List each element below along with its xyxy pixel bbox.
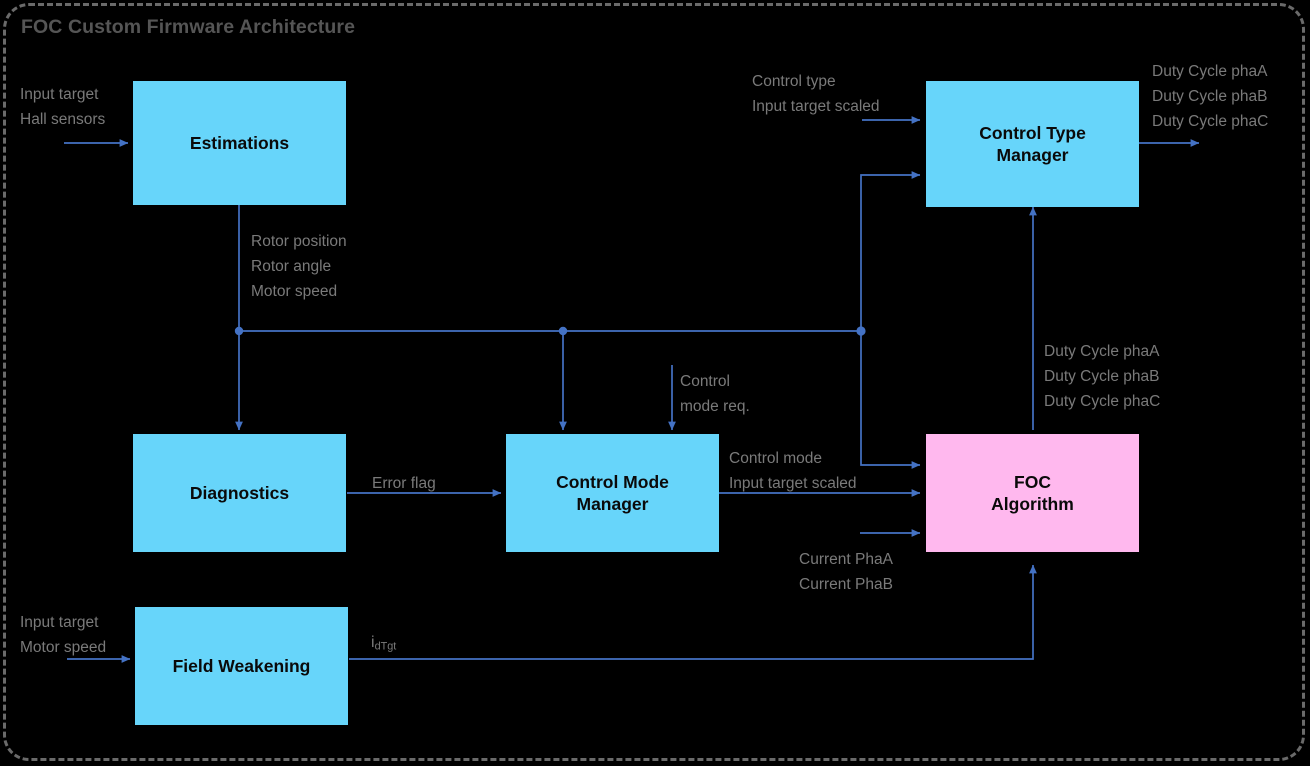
block-diagnostics-label: Diagnostics [189, 482, 290, 503]
label-control-type-output: Duty Cycle phaA Duty Cycle phaB Duty Cyc… [1152, 63, 1269, 131]
block-diagnostics[interactable]: Diagnostics [133, 434, 346, 552]
page-title: FOC Custom Firmware Architecture [21, 16, 356, 38]
label-control-type-input: Control type Input target scaled [752, 73, 880, 116]
block-foc-algorithm[interactable]: FOC Algorithm [926, 434, 1139, 552]
block-field-weakening[interactable]: Field Weakening [135, 607, 348, 725]
label-idtgt-subscript: dTgt [374, 640, 397, 653]
block-control-type-manager-label: Control Type Manager [979, 122, 1086, 165]
label-error-flag: Error flag [372, 475, 436, 492]
label-estimations-input: Input target Hall sensors [20, 86, 106, 129]
label-idtgt: idTgt [371, 634, 396, 652]
block-field-weakening-label: Field Weakening [172, 655, 311, 676]
block-control-mode-manager-label: Control Mode Manager [556, 471, 669, 514]
block-estimations-label: Estimations [189, 132, 290, 153]
label-field-weakening-input: Input target Motor speed [20, 614, 107, 657]
label-control-mode-out: Control mode Input target scaled [729, 450, 857, 493]
block-control-mode-manager[interactable]: Control Mode Manager [506, 434, 719, 552]
junction-dot [558, 326, 568, 336]
label-control-mode-req: Control mode req. [680, 373, 750, 416]
label-foc-output: Duty Cycle phaA Duty Cycle phaB Duty Cyc… [1044, 343, 1161, 411]
junction-dot [234, 326, 244, 336]
wire-idtgt-to-foc [349, 564, 1037, 660]
block-estimations[interactable]: Estimations [133, 81, 346, 205]
wire-control-mode-to-foc [860, 331, 921, 469]
block-foc-algorithm-label: FOC Algorithm [991, 471, 1074, 514]
wire-bus-to-control-type-manager [860, 171, 921, 331]
wire-junctions [234, 326, 866, 336]
block-control-type-manager[interactable]: Control Type Manager [926, 81, 1139, 207]
junction-dot [856, 326, 866, 336]
label-estimations-output: Rotor position Rotor angle Motor speed [251, 233, 347, 301]
label-currents: Current PhaA Current PhaB [799, 551, 893, 594]
label-idtgt-base: i [371, 634, 375, 651]
